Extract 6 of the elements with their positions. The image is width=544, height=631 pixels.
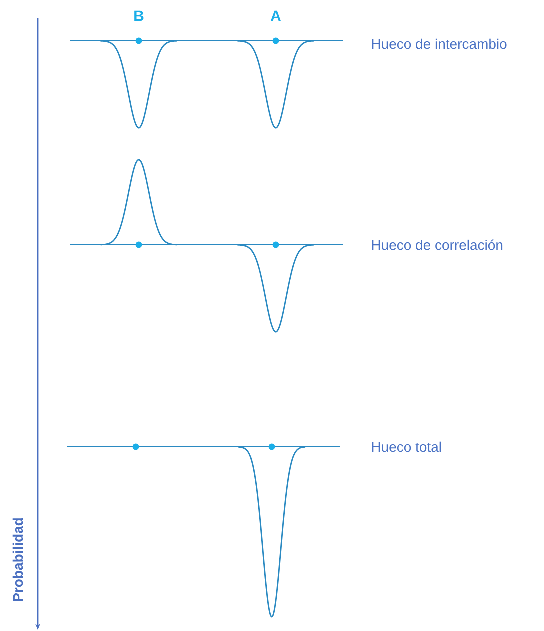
row-label: Hueco de correlación bbox=[372, 240, 503, 250]
row-label: Hueco de intercambio bbox=[372, 38, 507, 50]
point-label: B bbox=[134, 10, 144, 22]
axis-label: Probabilidad bbox=[12, 518, 24, 602]
row-label: Hueco total bbox=[372, 442, 442, 452]
point-label: A bbox=[270, 10, 282, 22]
